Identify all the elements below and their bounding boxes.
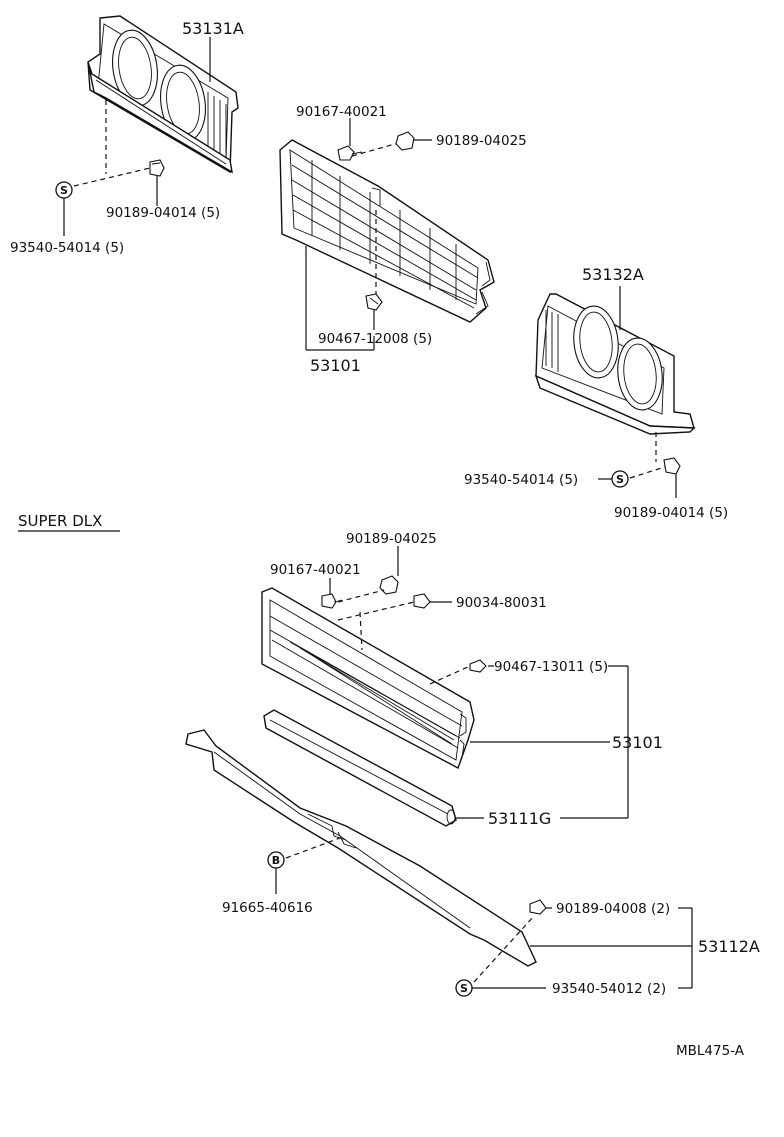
s-symbol-text: S xyxy=(60,184,68,197)
label-93540-54014-right: 93540-54014 (5) xyxy=(464,472,578,488)
label-53132A: 53132A xyxy=(582,265,644,284)
label-90467-12008: 90467-12008 (5) xyxy=(318,331,432,347)
label-93540-54014-left: 93540-54014 (5) xyxy=(10,240,124,256)
clip-90189-04014-right xyxy=(663,457,681,475)
part-number-labels: 53131A 90167-40021 90189-04025 90189-040… xyxy=(10,19,760,1059)
section-title-super-dlx: SUPER DLX xyxy=(18,512,102,530)
clip-90189-04008 xyxy=(529,899,547,915)
label-53101-top: 53101 xyxy=(310,356,361,375)
radiator-grille-lower xyxy=(261,587,475,769)
grille-molding xyxy=(263,709,457,827)
radiator-grille-upper xyxy=(279,139,495,323)
clip-90189-04014-left xyxy=(149,159,165,177)
leader-lines-lower xyxy=(275,546,693,989)
clip-90189-04025-bottom xyxy=(379,575,399,595)
s-symbol-right: S xyxy=(611,470,629,488)
leader-lines-upper-right xyxy=(598,286,677,498)
s-symbol-left: S xyxy=(55,181,73,199)
label-90034-80031: 90034-80031 xyxy=(456,595,547,611)
label-90189-04025-top: 90189-04025 xyxy=(436,133,527,149)
section-super-dlx: SUPER DLX xyxy=(18,512,120,532)
s-symbol-text: S xyxy=(460,982,468,995)
label-90467-13011: 90467-13011 (5) xyxy=(494,659,608,675)
b-symbol: B xyxy=(267,851,285,869)
label-90189-04025-bottom: 90189-04025 xyxy=(346,531,437,547)
bolt-90167-40021-top xyxy=(337,145,363,161)
label-90189-04014-left: 90189-04014 (5) xyxy=(106,205,220,221)
label-90167-40021-top: 90167-40021 xyxy=(296,104,387,120)
label-90189-04008: 90189-04008 (2) xyxy=(556,901,670,917)
clip-90189-04025-top xyxy=(395,131,415,151)
label-90189-04014-right: 90189-04014 (5) xyxy=(614,505,728,521)
label-91665-40616: 91665-40616 xyxy=(222,900,313,916)
label-53101-bottom: 53101 xyxy=(612,733,663,752)
label-53131A: 53131A xyxy=(182,19,244,38)
s-symbol-text: S xyxy=(616,473,624,486)
leader-lines-upper-left xyxy=(63,37,211,236)
headlamp-housing-left xyxy=(87,15,239,174)
clip-90467-12008 xyxy=(365,293,383,311)
s-symbol-bottom: S xyxy=(455,979,473,997)
nut-90034-80031 xyxy=(413,593,431,609)
label-93540-54012: 93540-54012 (2) xyxy=(552,981,666,997)
headlamp-housing-right xyxy=(534,293,696,435)
lower-panel xyxy=(185,729,537,967)
leader-lines-upper-center xyxy=(305,118,432,351)
b-symbol-text: B xyxy=(272,854,280,867)
bolt-90167-40021-bottom xyxy=(321,593,343,609)
drawing-code: MBL475-A xyxy=(676,1043,745,1059)
clip-90467-13011 xyxy=(469,659,487,673)
label-90167-40021-bottom: 90167-40021 xyxy=(270,562,361,578)
label-53111G: 53111G xyxy=(488,809,551,828)
label-53112A: 53112A xyxy=(698,937,760,956)
